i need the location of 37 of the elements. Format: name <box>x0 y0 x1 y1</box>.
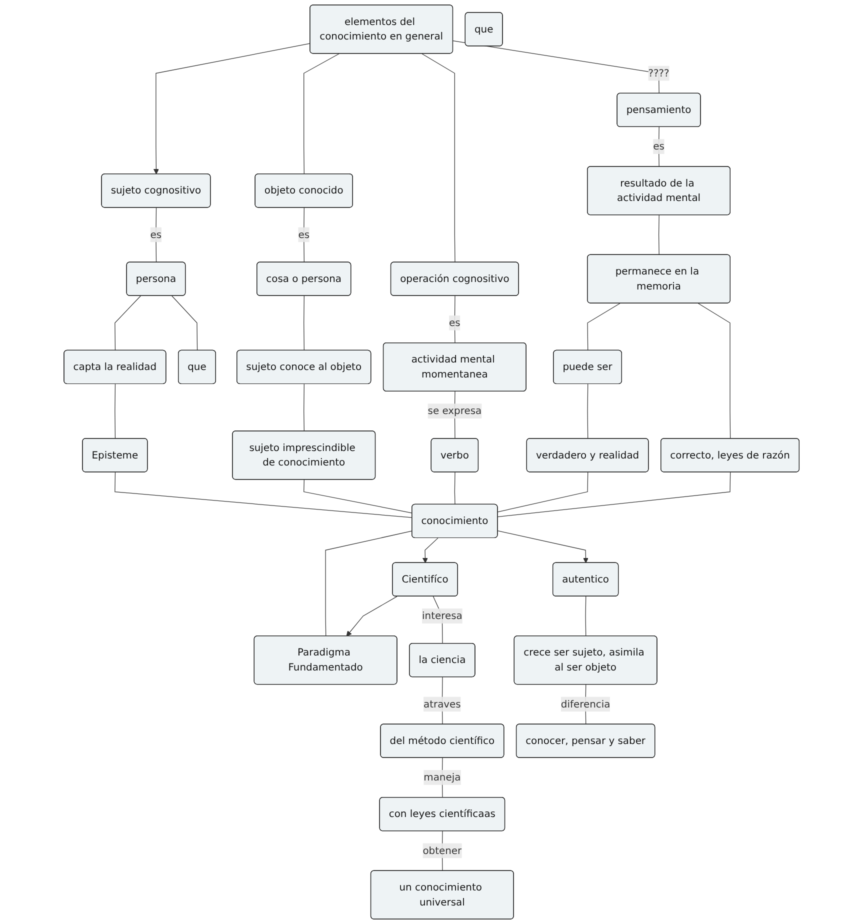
connector <box>304 384 305 432</box>
connector <box>304 207 305 263</box>
connector <box>115 296 142 351</box>
edge-label: es <box>654 140 665 152</box>
arrow <box>498 530 589 564</box>
edge-label: diferencia <box>561 698 611 710</box>
edge-label: atraves <box>424 698 462 710</box>
connector <box>156 207 157 263</box>
edge-label: interesa <box>422 610 463 622</box>
edge-label: es <box>298 228 310 240</box>
connector <box>422 53 456 263</box>
connector <box>326 530 413 636</box>
connector <box>498 472 589 512</box>
connector <box>304 296 305 351</box>
connector <box>454 296 456 344</box>
connector <box>304 479 413 514</box>
connector <box>453 40 660 94</box>
edge-label: es <box>449 316 461 328</box>
edge-label: ???? <box>648 67 670 79</box>
arrow <box>422 538 439 564</box>
edge-label: es <box>150 228 162 240</box>
connector <box>115 384 116 440</box>
edge-label: se expresa <box>428 404 482 417</box>
edge-label: obtener <box>423 844 462 856</box>
connector <box>454 472 456 505</box>
connector <box>304 53 340 174</box>
connector <box>658 214 660 256</box>
connector <box>115 472 413 518</box>
connector <box>588 384 589 440</box>
connector <box>658 126 660 168</box>
connector <box>698 303 732 440</box>
edge-label: maneja <box>424 771 462 784</box>
connector <box>498 472 732 518</box>
connector <box>586 596 587 636</box>
connector <box>172 296 198 351</box>
arrow <box>154 43 311 174</box>
arrow <box>346 596 398 636</box>
